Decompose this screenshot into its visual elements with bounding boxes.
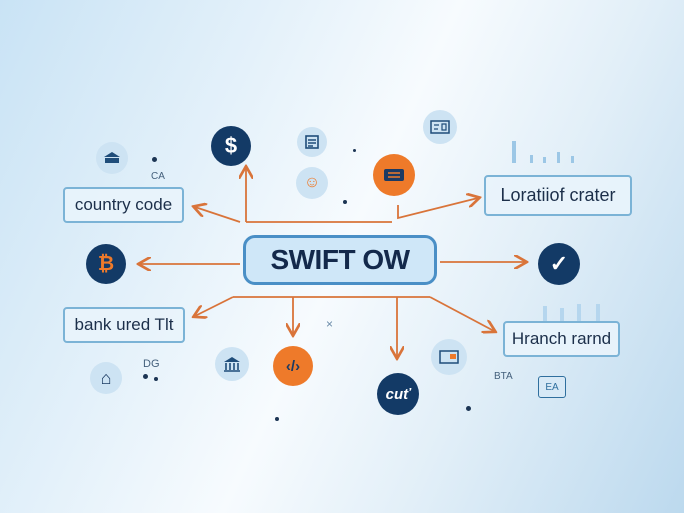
arrow-to-country-code xyxy=(195,207,241,223)
node-location: Loratiiof crater xyxy=(484,175,632,216)
card-icon xyxy=(431,339,467,375)
decor-dot xyxy=(353,149,356,152)
decor-dot xyxy=(152,157,157,162)
label-bta: BTA xyxy=(494,371,513,382)
arrow-to-location xyxy=(397,198,478,220)
home-icon: ⌂ xyxy=(90,362,122,394)
bank-building-icon xyxy=(96,142,128,174)
node-country-code: country code xyxy=(63,187,184,223)
arrow-to-branch xyxy=(429,296,494,331)
cut-icon: cuť xyxy=(377,373,419,415)
menu-icon xyxy=(373,154,415,196)
center-node-swift: SWIFT OW xyxy=(243,235,437,285)
ea-badge: EA xyxy=(538,376,566,398)
code-icon: ‹/› xyxy=(273,346,313,386)
decor-dot xyxy=(143,374,148,379)
label-ca: CA xyxy=(151,171,165,182)
bar-chart-decoration-bottom xyxy=(543,304,600,322)
decor-dot xyxy=(343,200,347,204)
dollar-icon: $ xyxy=(211,126,251,166)
person-icon: ☺ xyxy=(296,167,328,199)
node-branch: Hranch rarnd xyxy=(503,321,620,357)
check-icon: ✓ xyxy=(538,243,580,285)
document-icon xyxy=(297,127,327,157)
bank-icon xyxy=(215,347,249,381)
decor-dot xyxy=(154,377,158,381)
coin-icon: ₿ xyxy=(86,244,126,284)
decor-dot xyxy=(466,406,471,411)
label-dg: DG xyxy=(143,358,160,370)
decor-dot xyxy=(275,417,279,421)
x-mark: × xyxy=(326,317,334,331)
arrow-to-bank xyxy=(195,296,234,316)
bar-chart-decoration-top xyxy=(512,141,574,163)
id-card-icon xyxy=(423,110,457,144)
node-bank: bank ured Tlt xyxy=(63,307,185,343)
